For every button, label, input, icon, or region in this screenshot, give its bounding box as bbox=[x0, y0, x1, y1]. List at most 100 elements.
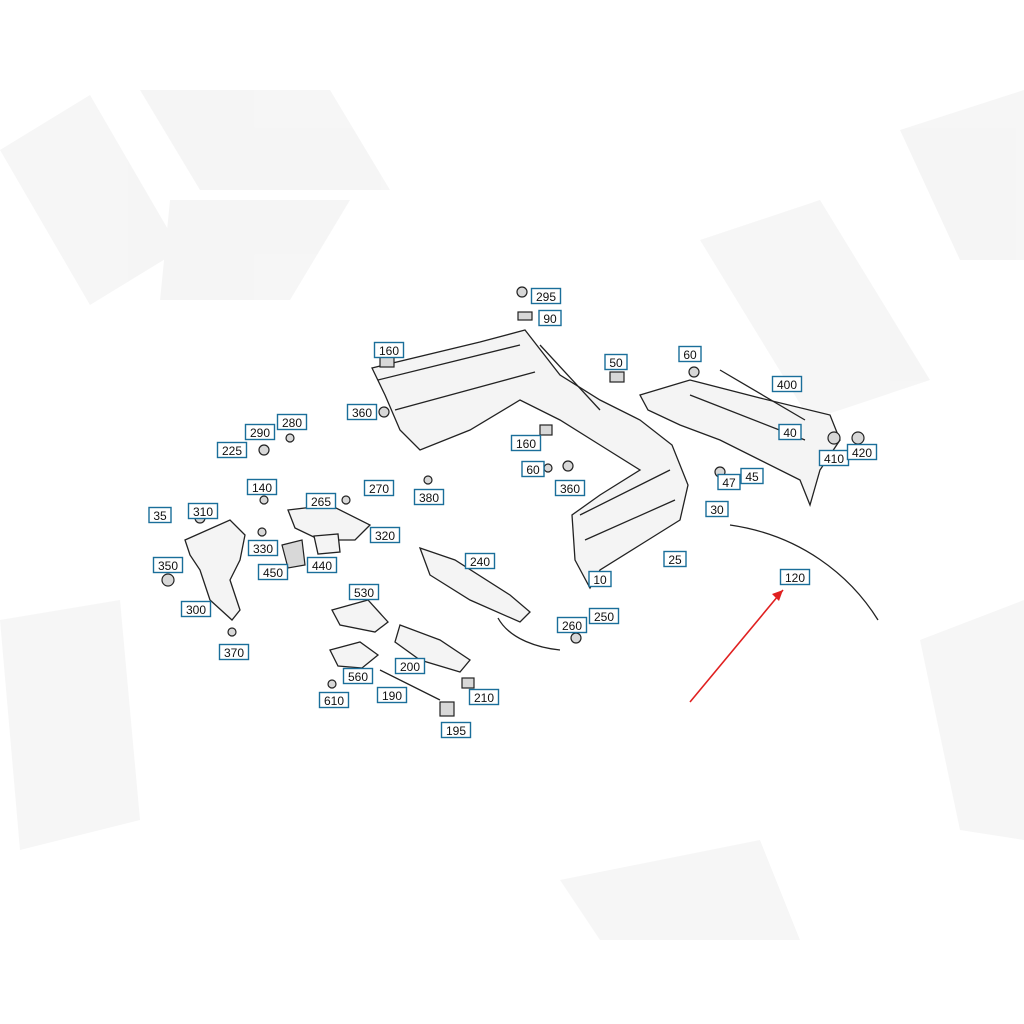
part-label-420: 420 bbox=[846, 443, 878, 461]
part-number: 440 bbox=[312, 559, 332, 573]
part-label-160: 160 bbox=[373, 341, 405, 359]
part-number: 47 bbox=[722, 476, 736, 490]
part-number: 25 bbox=[668, 553, 682, 567]
part-label-360: 360 bbox=[346, 403, 378, 421]
part-number: 380 bbox=[419, 491, 439, 505]
part-label-450: 450 bbox=[257, 563, 289, 581]
part-number: 410 bbox=[824, 452, 844, 466]
watermark bbox=[0, 90, 1024, 940]
part-number: 45 bbox=[745, 470, 759, 484]
part-number: 320 bbox=[375, 529, 395, 543]
bumper-cover bbox=[371, 329, 689, 590]
part-label-370: 370 bbox=[218, 643, 250, 661]
part-label-50: 50 bbox=[604, 353, 628, 371]
part-number: 270 bbox=[369, 482, 389, 496]
part-label-380: 380 bbox=[413, 488, 445, 506]
part-label-350: 350 bbox=[152, 556, 184, 574]
part-label-47: 47 bbox=[717, 473, 741, 491]
part-label-90: 90 bbox=[538, 309, 562, 327]
part-number: 265 bbox=[311, 495, 331, 509]
part-number: 370 bbox=[224, 646, 244, 660]
part-number: 420 bbox=[852, 446, 872, 460]
part-label-35: 35 bbox=[148, 506, 172, 524]
part-label-330: 330 bbox=[247, 539, 279, 557]
part-label-300: 300 bbox=[180, 600, 212, 618]
part-number: 295 bbox=[536, 290, 556, 304]
part-number: 350 bbox=[158, 559, 178, 573]
part-number: 30 bbox=[710, 503, 724, 517]
part-number: 60 bbox=[526, 463, 540, 477]
part-label-400: 400 bbox=[771, 375, 803, 393]
part-number: 300 bbox=[186, 603, 206, 617]
part-number: 360 bbox=[352, 406, 372, 420]
part-number: 40 bbox=[783, 426, 797, 440]
part-label-360: 360 bbox=[554, 479, 586, 497]
part-number: 260 bbox=[562, 619, 582, 633]
part-label-270: 270 bbox=[363, 479, 395, 497]
part-label-320: 320 bbox=[369, 526, 401, 544]
part-number: 290 bbox=[250, 426, 270, 440]
part-label-310: 310 bbox=[187, 502, 219, 520]
part-label-190: 190 bbox=[376, 686, 408, 704]
part-number: 360 bbox=[560, 482, 580, 496]
lower-supports bbox=[329, 599, 471, 701]
part-label-60: 60 bbox=[678, 345, 702, 363]
part-label-45: 45 bbox=[740, 467, 764, 485]
part-number: 195 bbox=[446, 724, 466, 738]
part-label-140: 140 bbox=[246, 478, 278, 496]
part-number: 610 bbox=[324, 694, 344, 708]
part-number: 10 bbox=[593, 573, 607, 587]
part-label-530: 530 bbox=[348, 583, 380, 601]
part-label-200: 200 bbox=[394, 657, 426, 675]
part-label-560: 560 bbox=[342, 667, 374, 685]
center-bracket bbox=[418, 546, 561, 651]
part-label-250: 250 bbox=[588, 607, 620, 625]
part-label-25: 25 bbox=[663, 550, 687, 568]
part-label-280: 280 bbox=[276, 413, 308, 431]
part-label-295: 295 bbox=[530, 287, 562, 305]
part-label-195: 195 bbox=[440, 721, 472, 739]
part-label-120: 120 bbox=[779, 568, 811, 586]
part-number: 225 bbox=[222, 444, 242, 458]
part-number: 250 bbox=[594, 610, 614, 624]
part-number: 210 bbox=[474, 691, 494, 705]
part-number: 120 bbox=[785, 571, 805, 585]
part-label-40: 40 bbox=[778, 423, 802, 441]
part-number: 200 bbox=[400, 660, 420, 674]
part-label-225: 225 bbox=[216, 441, 248, 459]
part-label-260: 260 bbox=[556, 616, 588, 634]
part-number: 50 bbox=[609, 356, 623, 370]
trim-strip bbox=[729, 524, 879, 621]
part-number: 160 bbox=[379, 344, 399, 358]
highlight-arrow bbox=[689, 589, 784, 703]
part-label-60: 60 bbox=[521, 460, 545, 478]
part-number: 310 bbox=[193, 505, 213, 519]
part-label-265: 265 bbox=[305, 492, 337, 510]
part-label-440: 440 bbox=[306, 556, 338, 574]
part-number: 330 bbox=[253, 542, 273, 556]
part-number: 190 bbox=[382, 689, 402, 703]
part-label-210: 210 bbox=[468, 688, 500, 706]
moulding-strip bbox=[719, 369, 806, 421]
part-label-240: 240 bbox=[464, 552, 496, 570]
part-label-160: 160 bbox=[510, 434, 542, 452]
part-number: 530 bbox=[354, 586, 374, 600]
part-number: 560 bbox=[348, 670, 368, 684]
part-label-410: 410 bbox=[818, 449, 850, 467]
part-number: 240 bbox=[470, 555, 490, 569]
part-number: 60 bbox=[683, 348, 697, 362]
part-number: 35 bbox=[153, 509, 167, 523]
part-label-30: 30 bbox=[705, 500, 729, 518]
part-number: 160 bbox=[516, 437, 536, 451]
part-number: 90 bbox=[543, 312, 557, 326]
part-number: 140 bbox=[252, 481, 272, 495]
part-label-610: 610 bbox=[318, 691, 350, 709]
part-label-290: 290 bbox=[244, 423, 276, 441]
part-labels: 295 90 160 50 60 400 360 40 410 420 290 280 225 160 60… bbox=[148, 287, 878, 739]
side-bracket bbox=[184, 504, 372, 621]
part-number: 400 bbox=[777, 378, 797, 392]
part-label-10: 10 bbox=[588, 570, 612, 588]
part-number: 280 bbox=[282, 416, 302, 430]
part-number: 450 bbox=[263, 566, 283, 580]
